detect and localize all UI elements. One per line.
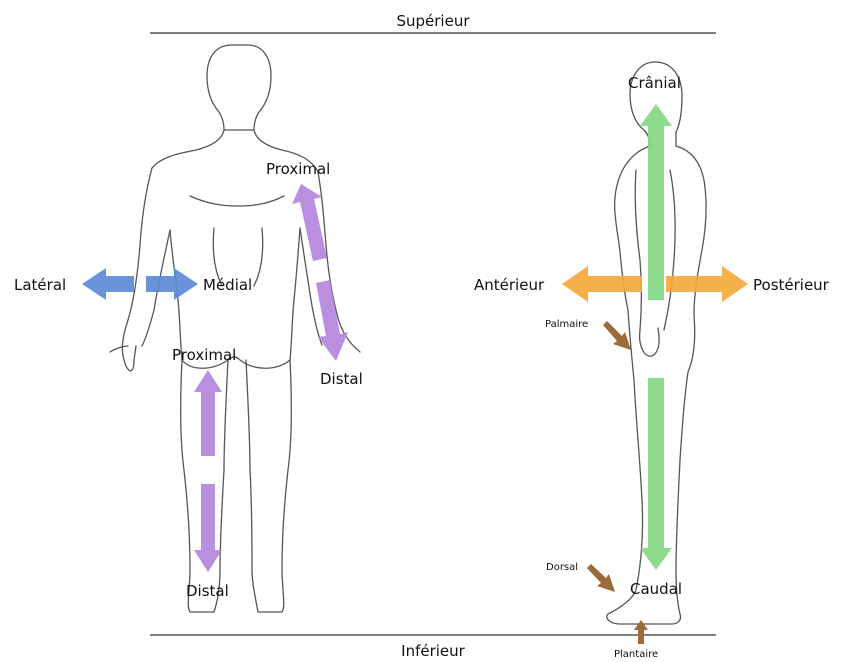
leg-distal-label: Distal bbox=[186, 582, 229, 600]
plantaire-label: Plantaire bbox=[614, 649, 658, 660]
medial-label: Médial bbox=[203, 276, 252, 294]
medial-arrow bbox=[146, 268, 198, 300]
anterior-arrow bbox=[562, 266, 642, 302]
caudal-arrow bbox=[640, 378, 672, 570]
superieur-label: Supérieur bbox=[396, 12, 470, 30]
dorsal-label: Dorsal bbox=[546, 562, 578, 573]
cranial-label: Crânial bbox=[628, 74, 681, 92]
leg-distal-arrow bbox=[194, 484, 222, 572]
arm-proximal-label: Proximal bbox=[266, 160, 330, 178]
dorsal-arrow bbox=[587, 564, 615, 592]
caudal-label: Caudal bbox=[630, 580, 682, 598]
palmaire-arrow bbox=[603, 321, 631, 350]
posterior-arrow bbox=[666, 266, 748, 302]
cranial-arrow bbox=[640, 104, 672, 300]
lateral-label: Latéral bbox=[14, 276, 66, 294]
anterieur-label: Antérieur bbox=[474, 276, 545, 294]
leg-proximal-label: Proximal bbox=[172, 346, 236, 364]
palmaire-label: Palmaire bbox=[545, 319, 588, 330]
lateral-arrow bbox=[82, 268, 134, 300]
inferieur-label: Inférieur bbox=[401, 642, 466, 660]
arm-distal-arrow bbox=[316, 280, 348, 361]
arm-distal-label: Distal bbox=[320, 370, 363, 388]
posterieur-label: Postérieur bbox=[753, 276, 830, 294]
front-body-outline bbox=[110, 45, 360, 612]
leg-proximal-arrow bbox=[194, 370, 222, 456]
